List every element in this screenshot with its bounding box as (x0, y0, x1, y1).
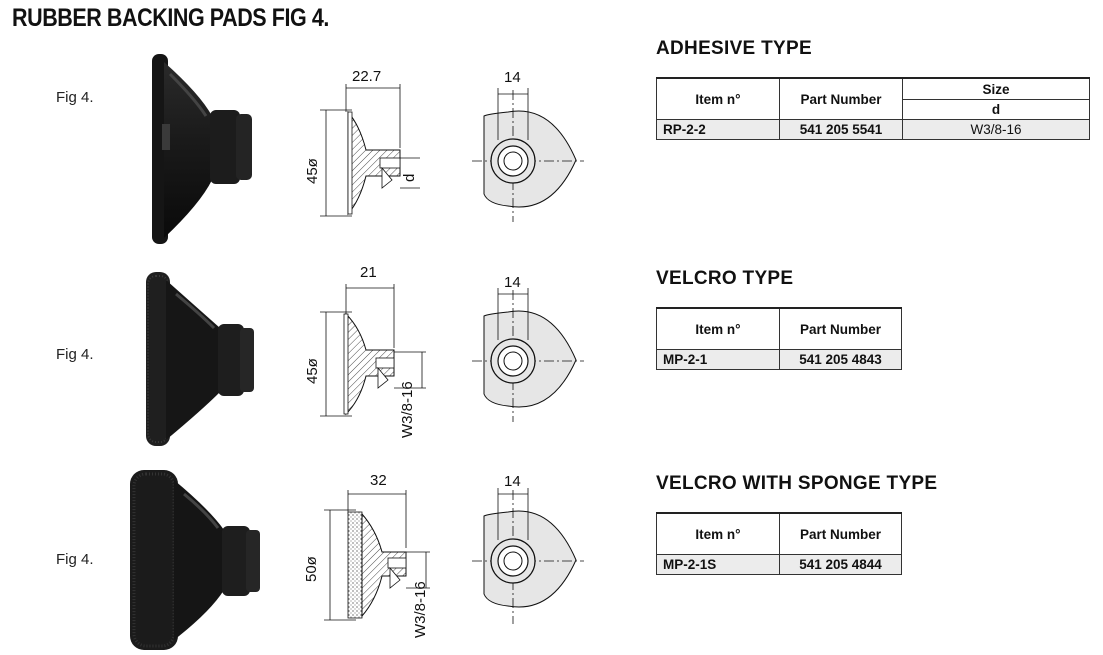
col-size-d: d (902, 99, 1090, 120)
velcro-side-dimension-drawing: 21 45ø W3/8-16 (304, 264, 426, 438)
table-row: RP-2-2 541 205 5541 W3/8-16 (656, 119, 1090, 140)
col-item: Item n° (656, 307, 780, 350)
dim-thread: d (401, 174, 418, 182)
dim-length: 21 (360, 264, 377, 281)
col-item: Item n° (656, 512, 780, 555)
dim-thread: W3/8-16 (399, 381, 416, 438)
table-row: MP-2-1 541 205 4843 (656, 349, 902, 370)
dim-length: 22.7 (352, 68, 381, 85)
part-number-cell: 541 205 4843 (779, 349, 902, 370)
item-cell: MP-2-1S (656, 554, 780, 575)
velcro-sponge-side-dimension-drawing: 32 50ø W3/8-16 (303, 472, 430, 638)
size-cell: W3/8-16 (902, 119, 1090, 140)
fig-label: Fig 4. (56, 89, 94, 106)
table-row: MP-2-1S 541 205 4844 (656, 554, 902, 575)
section-title-velcro: VELCRO TYPE (656, 268, 794, 289)
item-cell: MP-2-1 (656, 349, 780, 370)
dim-diameter: 45ø (304, 358, 321, 384)
dim-pilot: 14 (504, 473, 521, 490)
velcro-sponge-end-view-drawing: 14 (472, 473, 584, 624)
velcro-backing-pad-photo (146, 272, 254, 446)
velcro-sponge-backing-pad-photo (130, 470, 260, 650)
dim-diameter: 45ø (304, 158, 321, 184)
part-number-cell: 541 205 4844 (779, 554, 902, 575)
adhesive-end-view-drawing: 14 (472, 69, 584, 222)
section-title-velcro-sponge: VELCRO WITH SPONGE TYPE (656, 473, 938, 494)
col-part-number: Part Number (779, 77, 903, 120)
adhesive-spec-table: Item n° Part Number Size d RP-2-2 541 20… (656, 77, 1090, 140)
page-title: RUBBER BACKING PADS FIG 4. (12, 4, 329, 32)
adhesive-side-dimension-drawing: 22.7 45ø d (304, 68, 420, 217)
fig-label: Fig 4. (56, 551, 94, 568)
dim-pilot: 14 (504, 274, 521, 291)
col-part-number: Part Number (779, 512, 902, 555)
section-title-adhesive: ADHESIVE TYPE (656, 38, 812, 59)
col-item: Item n° (656, 77, 780, 120)
item-cell: RP-2-2 (656, 119, 780, 140)
col-part-number: Part Number (779, 307, 902, 350)
adhesive-backing-pad-photo (152, 54, 252, 244)
velcro-spec-table: Item n° Part Number MP-2-1 541 205 4843 (656, 307, 902, 370)
dim-thread: W3/8-16 (412, 581, 429, 638)
col-size: Size (902, 77, 1090, 100)
dim-pilot: 14 (504, 69, 521, 86)
velcro-sponge-spec-table: Item n° Part Number MP-2-1S 541 205 4844 (656, 512, 902, 575)
fig-label: Fig 4. (56, 346, 94, 363)
dim-length: 32 (370, 472, 387, 489)
part-number-cell: 541 205 5541 (779, 119, 903, 140)
dim-diameter: 50ø (303, 556, 320, 582)
velcro-end-view-drawing: 14 (472, 274, 584, 422)
